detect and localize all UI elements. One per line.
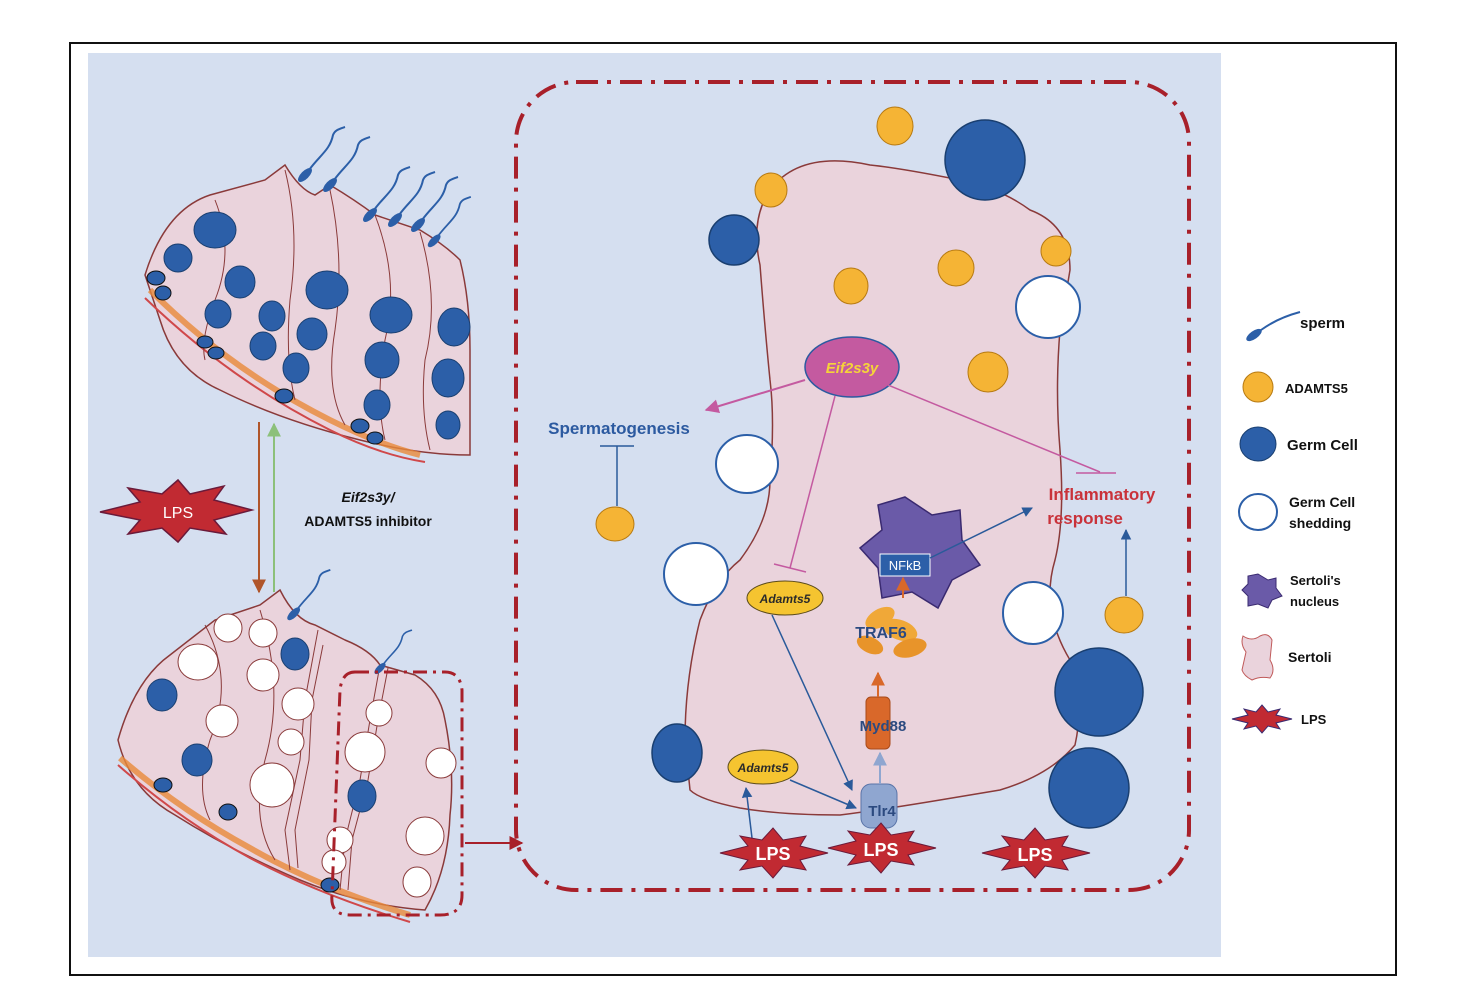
adamts5-lower-to-tlr4-arrow	[789, 779, 857, 810]
eif-to-spermatogenesis-arrow	[704, 379, 806, 414]
lps-starburst-1: LPS	[719, 827, 829, 879]
adamts5-dot-icon	[1242, 371, 1274, 403]
adamts5-dot	[876, 106, 914, 146]
germ-cell-shedding-icon	[1238, 493, 1278, 531]
adamts5-lower-label: Adamts5	[737, 761, 789, 775]
shedding-germ-cell	[663, 542, 729, 606]
inflammatory-label-line1: Inflammatory	[1049, 485, 1156, 504]
lps-label-3: LPS	[1017, 845, 1052, 865]
lps-starburst-left: LPS	[99, 478, 255, 544]
shedding-germ-cell	[715, 434, 779, 494]
legend: sperm ADAMTS5 Germ Cell Germ Cell sheddi…	[1231, 311, 1358, 734]
legend-label: Sertoli's	[1290, 573, 1341, 588]
nfkb-box	[879, 553, 931, 577]
spermatogenesis-label: Spermatogenesis	[548, 419, 690, 438]
germ-cell-icon	[1239, 426, 1277, 462]
lps-to-adamts5-arrow	[741, 786, 753, 839]
damaged-tubule	[117, 568, 464, 923]
adamts5-dot	[967, 351, 1009, 393]
adamts5-upper-node	[746, 580, 824, 616]
legend-label: sperm	[1300, 315, 1345, 332]
legend-label: shedding	[1289, 515, 1351, 531]
lps-starburst-3: LPS	[981, 827, 1091, 879]
sperm-icon	[1246, 311, 1301, 342]
adamts5-dot	[1104, 596, 1144, 634]
nfkb-to-inflammation-arrow	[929, 507, 1033, 559]
eif2s3y-label: Eif2s3y	[826, 360, 879, 377]
sertoli-nucleus	[858, 496, 982, 610]
zoom-box	[514, 80, 1191, 892]
legend-item-sertoli: Sertoli	[1241, 634, 1332, 681]
eif2s3y-node	[804, 336, 900, 398]
lps-left-label: LPS	[163, 505, 193, 522]
legend-item-germ-cell: Germ Cell	[1239, 426, 1358, 462]
lps-starburst-2: LPS	[827, 822, 937, 874]
shedding-germ-cell	[1002, 581, 1064, 645]
nfkb-label: NFkB	[889, 558, 922, 573]
adamts5-lower-node	[727, 749, 799, 785]
legend-item-sperm: sperm	[1246, 311, 1345, 342]
traf6-label: TRAF6	[855, 625, 907, 642]
adamts5-dot	[937, 249, 975, 287]
sertoli-icon	[1241, 634, 1274, 681]
lps-label-2: LPS	[863, 840, 898, 860]
legend-label: LPS	[1301, 712, 1327, 727]
legend-item-sertoli-nucleus: Sertoli's nucleus	[1241, 573, 1341, 609]
germ-cell	[651, 723, 703, 783]
legend-label: Germ Cell	[1287, 437, 1358, 454]
tlr4-label: Tlr4	[868, 803, 896, 820]
legend-label: Sertoli	[1288, 649, 1332, 665]
adamts5-to-tlr4-arrow	[771, 614, 853, 791]
legend-label: nucleus	[1290, 594, 1339, 609]
inhibition-bar	[773, 563, 807, 573]
lps-icon	[1231, 704, 1293, 734]
eif2s3y-left-label: Eif2s3y/	[342, 489, 397, 505]
eif-inhibits-adamts5-line	[789, 395, 836, 569]
legend-label: ADAMTS5	[1285, 381, 1348, 396]
adamts5-upper-label: Adamts5	[759, 592, 811, 606]
eif-inhibits-inflammation-line	[887, 384, 1101, 473]
germ-cell	[1054, 647, 1144, 737]
adamts5-dot	[833, 267, 869, 305]
adamts5-dot	[754, 172, 788, 208]
germ-cell	[708, 214, 760, 266]
traf6-protein	[856, 606, 927, 658]
germ-cell	[944, 119, 1026, 201]
healthy-tubule	[144, 126, 472, 463]
legend-item-germ-cell-shedding: Germ Cell shedding	[1238, 493, 1355, 531]
inhibitor-label: ADAMTS5 inhibitor	[304, 513, 432, 529]
shedding-germ-cell	[1015, 275, 1081, 339]
germ-cell	[1048, 747, 1130, 829]
adamts5-dot	[1040, 235, 1072, 267]
legend-item-adamts5: ADAMTS5	[1242, 371, 1348, 403]
sertoli-nucleus-icon	[1241, 573, 1283, 609]
myd88-label: Myd88	[860, 718, 907, 735]
lps-label-1: LPS	[755, 844, 790, 864]
adamts5-dot	[595, 506, 635, 542]
legend-label: Germ Cell	[1289, 494, 1355, 510]
legend-item-lps: LPS	[1231, 704, 1327, 734]
inflammatory-label-line2: response	[1047, 509, 1123, 528]
